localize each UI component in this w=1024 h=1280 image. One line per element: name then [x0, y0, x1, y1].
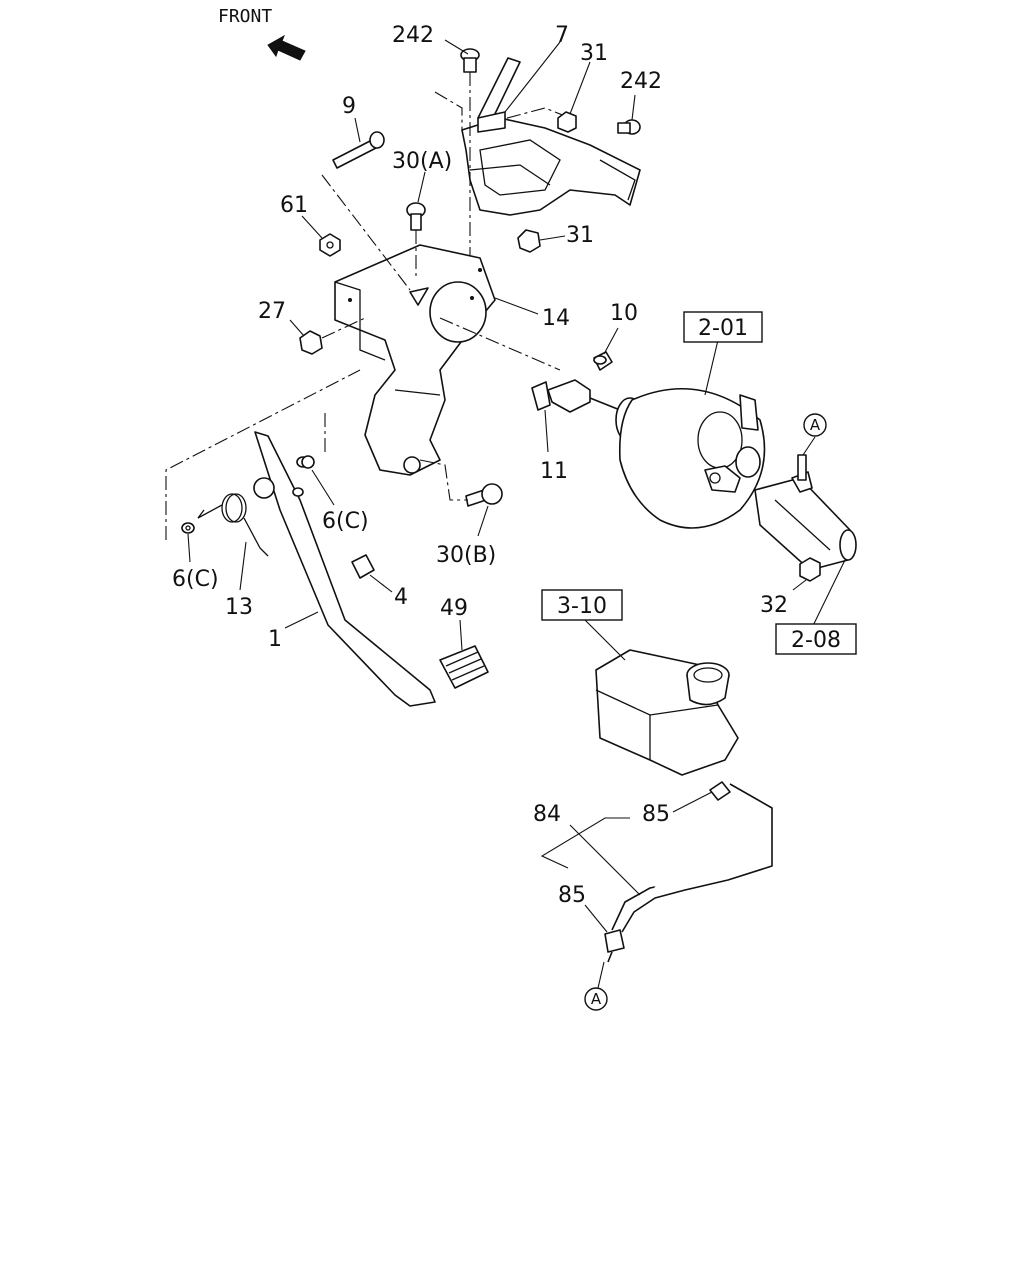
- bolt-242-right: [617, 119, 641, 135]
- callout-6c-left: 6(C): [172, 567, 219, 592]
- front-arrow-icon: [267, 34, 306, 61]
- ref-box-2-01: 2-01: [683, 311, 763, 343]
- ref-box-3-10: 3-10: [541, 589, 623, 621]
- callout-10: 10: [610, 301, 638, 326]
- nut-61: [319, 233, 341, 257]
- connector-a-top: A: [803, 413, 827, 437]
- ref-3-10-label: 3-10: [557, 594, 607, 619]
- clip-4: [351, 554, 375, 579]
- callout-31-mid: 31: [566, 223, 594, 248]
- callout-242-right: 242: [620, 69, 662, 94]
- bushing-6c-mid: [301, 455, 315, 469]
- front-label: FRONT: [218, 6, 272, 27]
- clip-11: [531, 381, 551, 411]
- bolt-242-top: [460, 48, 480, 270]
- reservoir-tank: [595, 649, 739, 776]
- pushrod: [547, 379, 621, 413]
- master-cylinder: [754, 436, 857, 582]
- callout-7: 7: [555, 23, 569, 48]
- callout-9: 9: [342, 94, 356, 119]
- bolt-30a: [406, 202, 426, 280]
- callout-30b: 30(B): [436, 543, 496, 568]
- connector-a-bottom-label: A: [591, 990, 602, 1008]
- bolt-9: [321, 131, 411, 291]
- brake-booster: [615, 387, 766, 529]
- callout-30a: 30(A): [392, 149, 452, 174]
- connector-a-top-label: A: [810, 416, 821, 434]
- leader-lines: [187, 39, 846, 989]
- callout-85-top: 85: [642, 802, 670, 827]
- upper-bracket: [434, 57, 641, 216]
- callout-13: 13: [225, 595, 253, 620]
- callout-4: 4: [394, 585, 408, 610]
- nut-31-top: [557, 111, 577, 133]
- callout-242-top: 242: [392, 23, 434, 48]
- callout-32: 32: [760, 593, 788, 618]
- ref-box-2-08: 2-08: [775, 623, 857, 655]
- callout-31-top: 31: [580, 41, 608, 66]
- callout-49: 49: [440, 596, 468, 621]
- connector-a-bottom: A: [584, 987, 608, 1011]
- callout-1: 1: [268, 627, 282, 652]
- callout-14: 14: [542, 306, 570, 331]
- bushing-6c-left: [181, 522, 195, 534]
- reservoir-hose-84: [604, 781, 773, 963]
- nut-27: [299, 317, 366, 355]
- ref-2-01-label: 2-01: [698, 316, 748, 341]
- callout-85-bottom: 85: [558, 883, 586, 908]
- return-spring-13: [197, 493, 269, 557]
- pedal-pad-49: [439, 645, 489, 689]
- callout-11: 11: [540, 459, 568, 484]
- bolt-30b: [419, 459, 503, 507]
- switch-10: [593, 351, 613, 371]
- ref-2-08-label: 2-08: [791, 628, 841, 653]
- callout-84: 84: [533, 802, 561, 827]
- pedal-bracket: [334, 244, 496, 476]
- callout-27: 27: [258, 299, 286, 324]
- callout-6c-mid: 6(C): [322, 509, 369, 534]
- nut-31-mid: [517, 229, 541, 253]
- callout-61: 61: [280, 193, 308, 218]
